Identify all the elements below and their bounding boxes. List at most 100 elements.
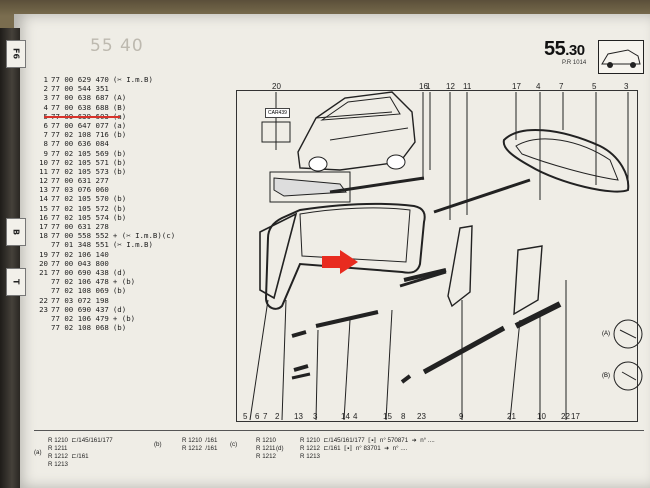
callout-top: 12 [446, 82, 455, 91]
callout-bottom: 4 [353, 412, 358, 421]
callout-bottom: 21 [507, 412, 516, 421]
part-number: 77 00 043 800 [51, 258, 109, 268]
rear-window [502, 129, 630, 193]
index-tab-1[interactable]: F6 [6, 40, 26, 68]
part-note: (b) [112, 166, 127, 176]
callout-top: 11 [463, 82, 472, 91]
part-note: (A) [112, 93, 127, 103]
callout-bottom: 5 [243, 412, 248, 421]
part-number: 77 02 106 140 [51, 249, 109, 259]
callout-top: 20 [272, 82, 281, 91]
catalog-page [14, 14, 650, 488]
footer-line: R 1212 /161 [182, 445, 218, 452]
part-note: + (✂ I.m.B)(c) [112, 231, 176, 241]
page-subtitle: P.R 1014 [562, 60, 587, 66]
footer-line: R 1210 ⊏/145/161/177 [48, 437, 113, 444]
part-ref: 14 [39, 194, 48, 204]
part-number: 77 02 105 571 [51, 157, 109, 167]
footer-tag-c: (c) [230, 441, 238, 448]
car-thumbnail-icon [598, 40, 644, 74]
footer-line: R 1211 [48, 445, 68, 452]
part-number: 77 00 558 552 [51, 231, 109, 241]
part-note: (✂ I.m.B) [112, 75, 153, 84]
callout-bottom: 14 [341, 412, 350, 421]
pillar-b [513, 245, 543, 316]
callout-top: 17 [512, 82, 521, 91]
part-note: (a) [112, 120, 127, 130]
footer-tag-b: (b) [154, 441, 162, 448]
diagram-box-label: CAR439 [265, 108, 290, 118]
footer-tag-a: (a) [34, 449, 42, 456]
part-ref: 23 [39, 304, 48, 314]
part-ref: 22 [39, 295, 48, 305]
footer-line: R 1212 [256, 453, 276, 460]
page-number-main: 55 [544, 38, 566, 60]
callout-bottom: 8 [401, 412, 406, 421]
parts-list-row: 77 02 106 479+ (b) [34, 314, 175, 323]
part-note: (b) [112, 194, 127, 204]
callout-top: 3 [624, 82, 629, 91]
callout-bottom: 10 [537, 412, 546, 421]
callout-bottom: 7 [263, 412, 268, 421]
part-ref: 4 [43, 102, 48, 112]
callout-bottom: 15 [383, 412, 392, 421]
footer-line: R 1213 [300, 453, 320, 460]
pillar-a [447, 225, 473, 308]
part-note: (b) [112, 286, 127, 296]
page-number: 55.30 [544, 38, 585, 61]
footer-line: R 1212 ⊏/161 ⟦▪⟧ n° 83701 ➜ n° .... [300, 445, 408, 452]
part-number: 77 02 106 478 [51, 277, 109, 287]
part-number: 77 00 631 278 [51, 222, 109, 231]
callout-bottom: 6 [255, 412, 260, 421]
part-ref: 17 [39, 222, 48, 231]
footer-line: R 1210 /161 [182, 437, 218, 444]
parts-list-row: 77 01 348 551(✂ I.m.B) [34, 240, 175, 249]
part-number: 77 03 076 060 [51, 185, 109, 195]
callout-top: 4 [536, 82, 541, 91]
footer-col-d: R 1210 ⊏/145/161/177 ⟦▪⟧ n° 570871 ➜ n° … [300, 437, 435, 461]
part-number: 77 00 638 688 [51, 102, 109, 112]
inset-label-b: (B) [602, 373, 610, 379]
part-number: 77 00 690 437 [51, 304, 109, 314]
callout-top: 1 [426, 82, 431, 91]
windscreen [264, 202, 426, 310]
part-ref: 3 [43, 93, 48, 103]
callout-bottom: 2 [275, 412, 280, 421]
callout-bottom: 22 [561, 412, 570, 421]
part-number: 77 00 544 351 [51, 84, 109, 94]
part-ref: 8 [43, 139, 48, 149]
part-number: 77 00 631 277 [51, 176, 109, 186]
part-ref: 18 [39, 231, 48, 241]
part-number: 77 00 690 438 [51, 267, 109, 277]
part-ref: 7 [43, 130, 48, 140]
index-tab-3[interactable]: T [6, 268, 26, 296]
index-tab-2[interactable]: B [6, 218, 26, 246]
part-number: 77 00 638 687 [51, 93, 109, 103]
part-note: (B) [112, 102, 127, 112]
callout-bottom: 13 [294, 412, 303, 421]
part-ref: 12 [39, 176, 48, 186]
footer-line: R 1213 [48, 461, 68, 468]
part-ref: 1 [43, 75, 48, 84]
callout-bottom: 17 [571, 412, 580, 421]
part-note: (b) [112, 203, 127, 213]
diagram-frame [236, 90, 638, 422]
